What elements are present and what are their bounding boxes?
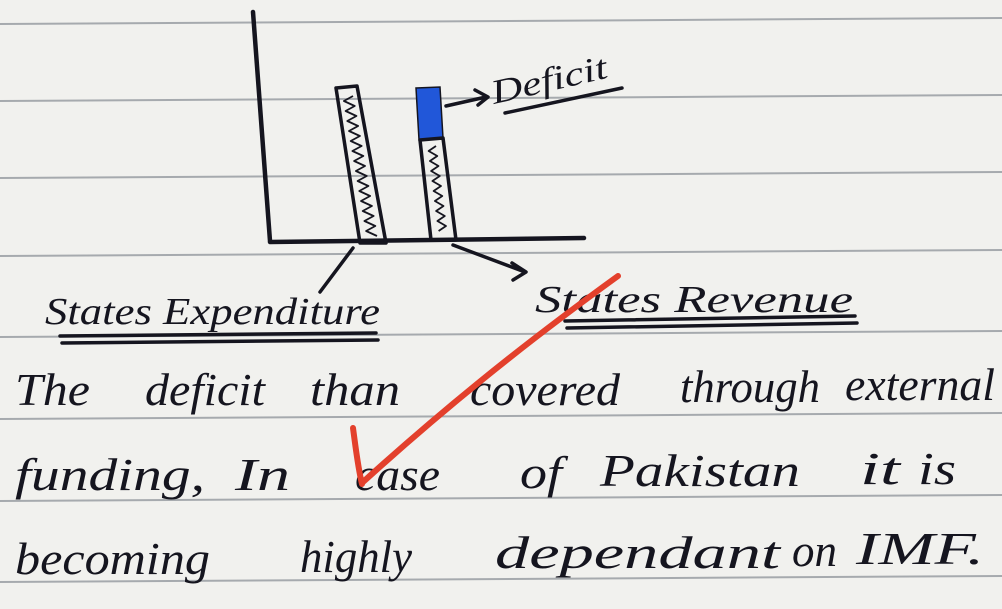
rule-line [0,94,1002,102]
paragraph-word: external [845,359,995,410]
paragraph-word: highly [300,531,413,582]
deficit-arrow [444,88,490,108]
rule-line [0,575,1002,583]
expenditure-pointer [318,246,355,294]
rule-line [0,494,1002,502]
paragraph-line-2: funding, In case of Pakistan it is [15,443,956,500]
deficit-underline [503,86,624,115]
deficit-block [415,86,444,141]
revenue-bar [415,86,458,242]
expenditure-bar [334,84,388,245]
red-pen-arrow [350,273,621,487]
paragraph-word: through [680,361,820,412]
expenditure-bar-outline [334,84,388,245]
paragraph-word: deficit [145,364,266,415]
y-axis [250,9,273,244]
revenue-underline [563,314,859,330]
rule-line [0,249,1002,257]
paragraph-word: it [860,443,902,494]
revenue-pointer-arrow [451,243,528,282]
rule-line [0,17,1002,25]
paragraph-word: funding, [15,449,205,500]
paragraph-word: dependant [495,527,782,578]
x-axis [267,235,587,245]
expenditure-label: States Expenditure [45,291,380,333]
red-arrow-head [350,425,365,487]
rule-line [0,171,1002,179]
paragraph-word: Pakistan [599,445,800,496]
red-arrow-shaft [360,273,621,485]
paragraph-word: of [520,447,569,498]
paragraph-word: The [15,364,90,415]
revenue-bar-outline [418,136,458,242]
paragraph-word: In [234,449,290,500]
paragraph-word: becoming [15,533,210,584]
ruled-lines [0,17,1002,583]
expenditure-underline [58,331,380,345]
paragraph-word: IMF. [855,523,984,574]
paragraph-word: than [310,364,400,415]
expenditure-bar-hatching [343,95,378,237]
paragraph-line-3: becoming highly dependant on IMF. [15,523,984,584]
paragraph-word: is [918,443,956,494]
paragraph-line-1: The deficit than covered through externa… [15,359,995,415]
paragraph-word: on [792,525,837,576]
rule-line [0,412,1002,420]
revenue-bar-hatching [427,145,447,232]
